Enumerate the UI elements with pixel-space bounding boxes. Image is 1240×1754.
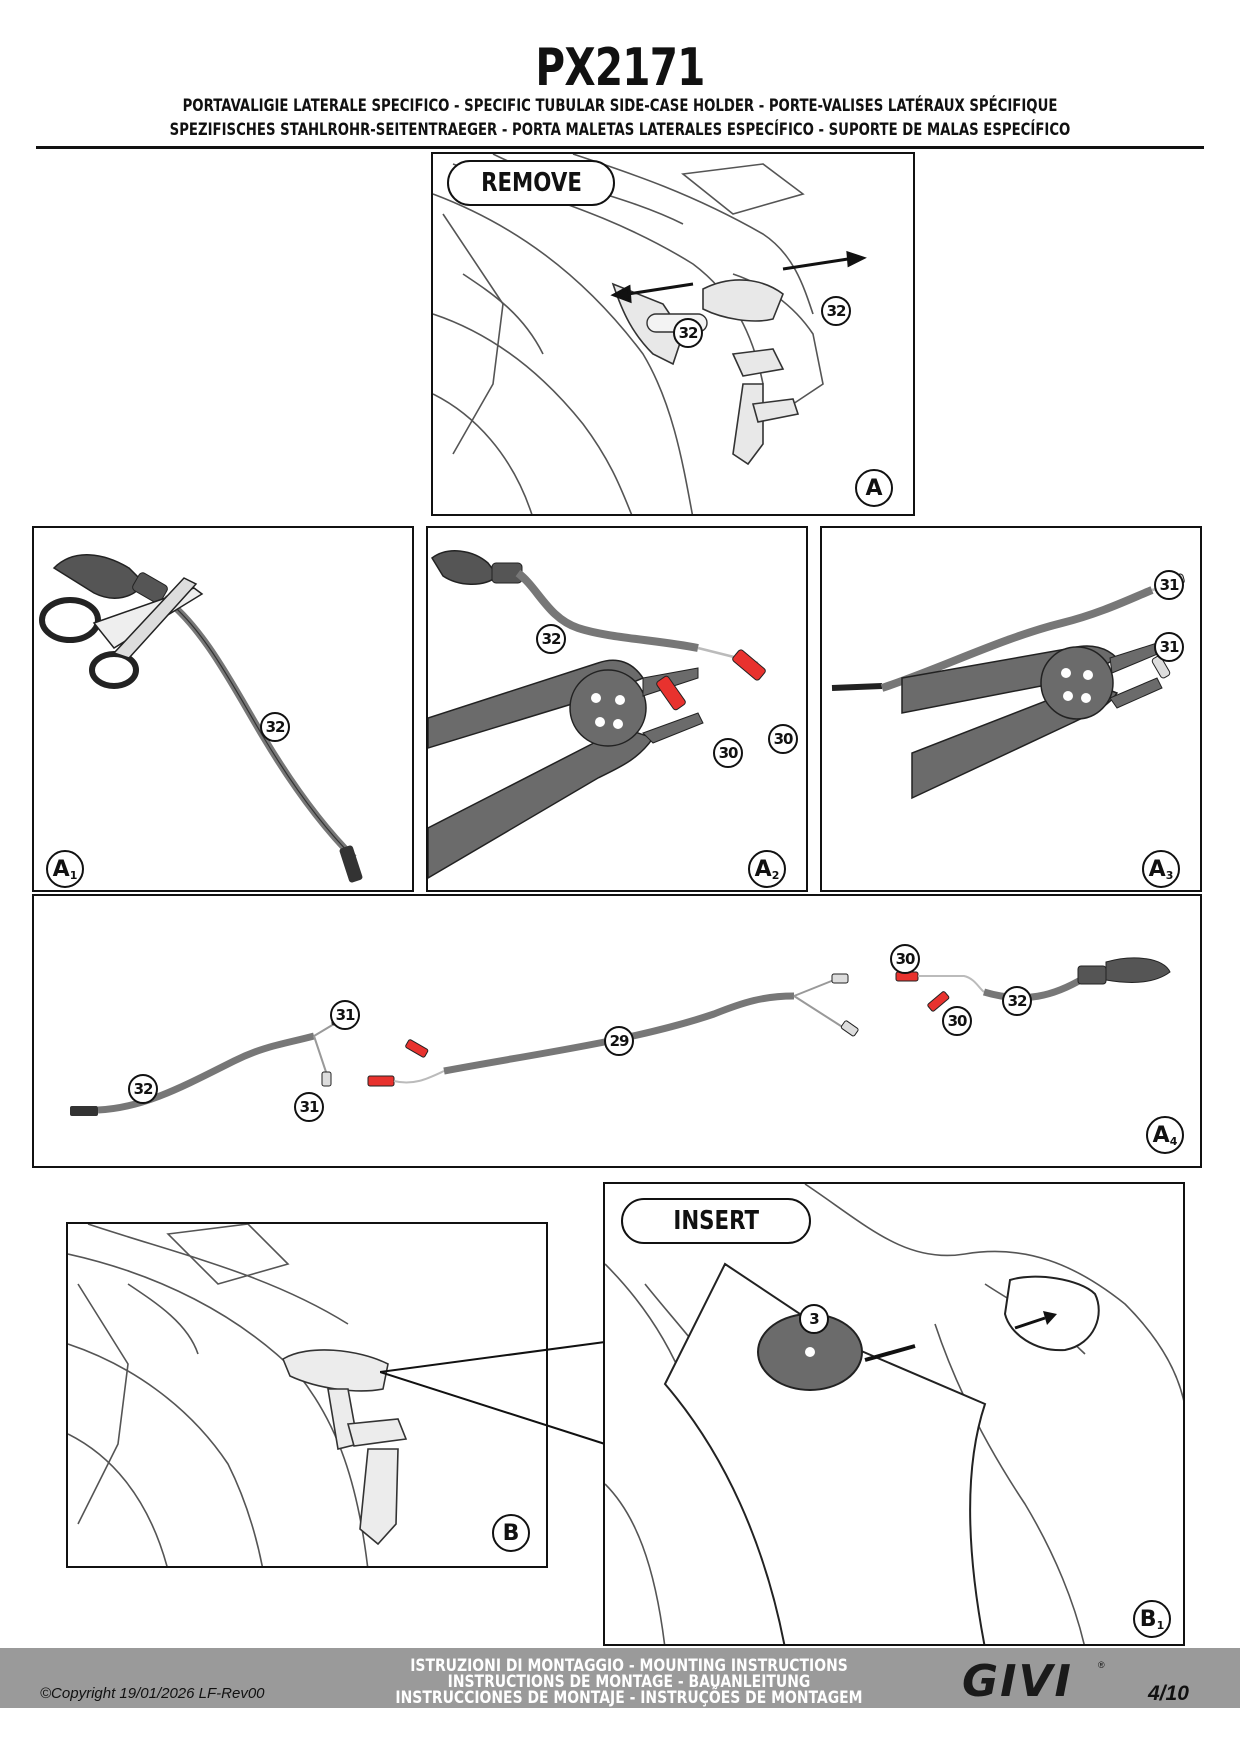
panel-tag-a2: A2 xyxy=(748,850,786,888)
callout-30: 30 xyxy=(768,724,798,754)
crimp-tool-red-connectors-illustration xyxy=(428,550,766,879)
crimp-tool-bullet-connectors-illustration xyxy=(831,573,1185,800)
callout-32: 32 xyxy=(673,318,703,348)
motorcycle-bracket-illustration xyxy=(68,1224,408,1566)
callout-32: 32 xyxy=(260,712,290,742)
header-rule xyxy=(36,146,1204,149)
panel-a3-crimp-bullets: 31 31 A3 xyxy=(820,526,1202,892)
panel-tag-a: A xyxy=(855,469,893,507)
callout-30: 30 xyxy=(890,944,920,974)
callout-3: 3 xyxy=(799,1304,829,1334)
panel-b-bracket: B xyxy=(66,1222,548,1568)
callout-31: 31 xyxy=(294,1092,324,1122)
callout-31: 31 xyxy=(1154,570,1184,600)
panel-b1-insert: INSERT 3 B1 xyxy=(603,1182,1185,1646)
callout-32: 32 xyxy=(128,1074,158,1104)
callout-32: 32 xyxy=(1002,986,1032,1016)
panel-tag-a4: A4 xyxy=(1146,1116,1184,1154)
wiring-harness-illustration xyxy=(70,957,1171,1116)
registered-mark: ® xyxy=(1098,1660,1105,1670)
givi-logo: GIVI xyxy=(962,1656,1073,1707)
callout-31: 31 xyxy=(1154,632,1184,662)
remove-label: REMOVE xyxy=(447,160,615,206)
panel-a-remove: REMOVE 32 32 A xyxy=(431,152,915,516)
callout-30: 30 xyxy=(713,738,743,768)
scissors-cutting-cable-illustration xyxy=(39,554,363,883)
panel-tag-b: B xyxy=(492,1514,530,1552)
product-code: PX2171 xyxy=(535,38,705,98)
panel-tag-a3: A3 xyxy=(1142,850,1180,888)
callout-32: 32 xyxy=(821,296,851,326)
zoom-leader-lines xyxy=(380,1341,606,1445)
subtitle-line-1: PORTAVALIGIE LATERALE SPECIFICO - SPECIF… xyxy=(182,96,1058,116)
subtitle-line-2: SPEZIFISCHES STAHLROHR-SEITENTRAEGER - P… xyxy=(169,120,1071,140)
copyright-notice: ©Copyright 19/01/2026 LF-Rev00 xyxy=(40,1685,265,1702)
panel-a2-crimp-connectors: 32 30 30 A2 xyxy=(426,526,808,892)
footer-instructions-line-2: INSTRUCTIONS DE MONTAGE - BAUANLEITUNG xyxy=(447,1672,811,1692)
panel-a4-wiring-layout: 31 32 31 29 30 30 32 A4 xyxy=(32,894,1202,1168)
panel-a1-cut-wire: 32 A1 xyxy=(32,526,414,892)
panel-tag-a1: A1 xyxy=(46,850,84,888)
callout-29: 29 xyxy=(604,1026,634,1056)
callout-31: 31 xyxy=(330,1000,360,1030)
footer-band xyxy=(0,1648,1240,1708)
callout-32: 32 xyxy=(536,624,566,654)
insert-grommet-illustration xyxy=(605,1184,1183,1644)
footer-instructions-line-3: INSTRUCCIONES DE MONTAJE - INSTRUÇÕES DE… xyxy=(395,1688,863,1708)
footer-instructions-line-1: ISTRUZIONI DI MONTAGGIO - MOUNTING INSTR… xyxy=(410,1656,848,1676)
callout-30: 30 xyxy=(942,1006,972,1036)
insert-label: INSERT xyxy=(621,1198,811,1244)
page-number: 4/10 xyxy=(1148,1682,1189,1705)
panel-tag-b1: B1 xyxy=(1133,1600,1171,1638)
